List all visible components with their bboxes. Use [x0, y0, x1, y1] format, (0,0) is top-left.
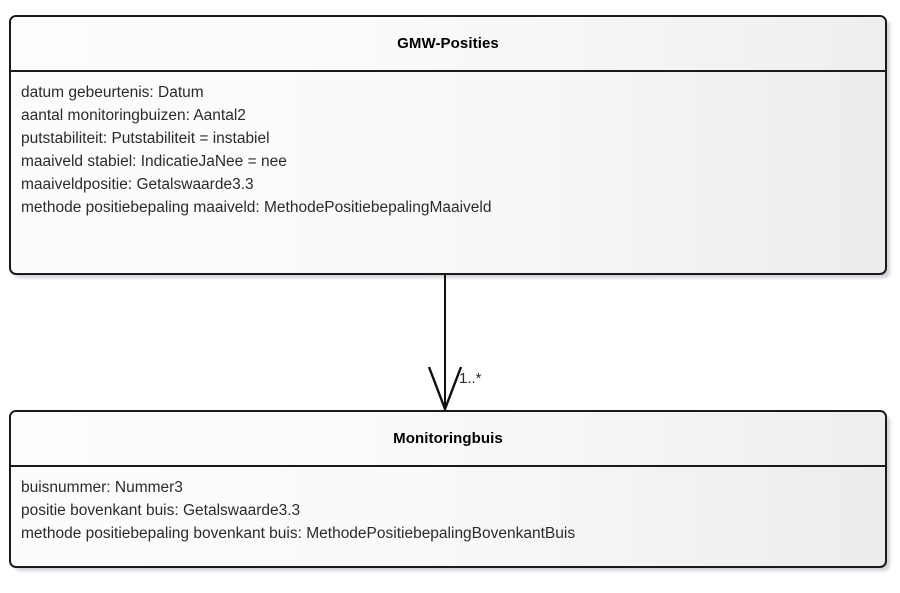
uml-attribute-list-monitoringbuis: buisnummer: Nummer3 positie bovenkant bu… — [11, 467, 885, 551]
multiplicity-label: 1..* — [459, 370, 482, 387]
uml-class-monitoringbuis[interactable]: Monitoringbuis buisnummer: Nummer3 posit… — [9, 410, 887, 568]
uml-attribute: methode positiebepaling maaiveld: Method… — [21, 199, 492, 216]
uml-attribute: maaiveldpositie: Getalswaarde3.3 — [21, 176, 254, 193]
uml-attribute: buisnummer: Nummer3 — [21, 479, 183, 496]
uml-attribute-list-gmw-posities: datum gebeurtenis: Datum aantal monitori… — [11, 72, 885, 225]
uml-class-title: GMW-Posities — [397, 35, 499, 52]
connector-line — [444, 274, 446, 409]
uml-attribute: putstabiliteit: Putstabiliteit = instabi… — [21, 130, 270, 147]
uml-attribute: positie bovenkant buis: Getalswaarde3.3 — [21, 502, 301, 519]
uml-attribute: datum gebeurtenis: Datum — [21, 84, 204, 101]
uml-attribute: aantal monitoringbuizen: Aantal2 — [21, 107, 246, 124]
open-arrowhead-icon — [427, 366, 463, 413]
uml-class-gmw-posities[interactable]: GMW-Posities datum gebeurtenis: Datum aa… — [9, 15, 887, 275]
uml-attribute: maaiveld stabiel: IndicatieJaNee = nee — [21, 153, 287, 170]
uml-class-header-monitoringbuis: Monitoringbuis — [11, 412, 885, 467]
uml-attribute: methode positiebepaling bovenkant buis: … — [21, 525, 576, 542]
uml-class-title: Monitoringbuis — [393, 430, 503, 447]
uml-class-header-gmw-posities: GMW-Posities — [11, 17, 885, 72]
